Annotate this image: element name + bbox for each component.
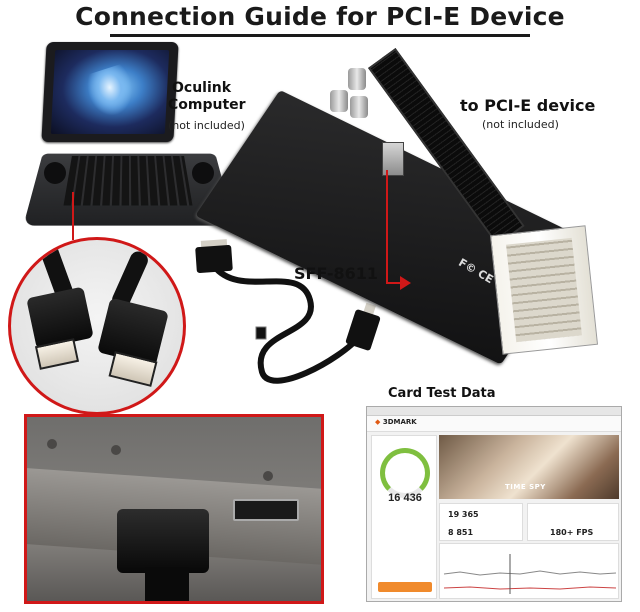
- device-note: (not included): [482, 118, 559, 131]
- cable-label: SFF-8611: [294, 264, 379, 283]
- graph-lines: [443, 554, 617, 594]
- score-panel: 16 436: [371, 435, 437, 599]
- graph-line: [443, 586, 617, 590]
- oculink-port: [382, 142, 404, 176]
- page-title: Connection Guide for PCI-E Device: [75, 2, 565, 31]
- performance-graph: [439, 543, 619, 599]
- laptop-port-closeup-photo: [24, 414, 324, 604]
- capacitor: [350, 96, 368, 118]
- pcie-adapter-board-image: F© CE ♻: [195, 48, 640, 400]
- oculink-plug-closeup: [8, 237, 186, 415]
- oculink-plug-inserted: [117, 509, 209, 573]
- benchmark-artwork: [439, 435, 619, 499]
- capacitor: [348, 68, 366, 90]
- cpu-score: 8 851: [448, 528, 474, 537]
- cable-segment: [145, 567, 189, 601]
- arrow-shaft: [386, 170, 388, 282]
- screw-hole: [263, 471, 273, 481]
- benchmark-name: TIME SPY: [505, 483, 546, 491]
- atx-24pin-connector: [489, 225, 599, 355]
- oculink-laptop-image: [22, 36, 242, 231]
- arrow-shaft: [386, 282, 404, 284]
- screw-hole: [111, 445, 121, 455]
- computer-note: (not included): [168, 119, 245, 132]
- graphics-score: 19 365: [448, 510, 479, 519]
- device-label: to PCI-E device: [460, 96, 596, 115]
- atx-pins: [506, 237, 582, 343]
- fps-card: 180+ FPS: [527, 503, 619, 541]
- left-joystick: [44, 162, 66, 184]
- title-underline: [110, 34, 530, 37]
- app-navbar: ◆ 3DMARK: [367, 416, 621, 432]
- app-logo: ◆ 3DMARK: [375, 418, 417, 426]
- computer-label-line2: Computer: [168, 97, 246, 113]
- benchmark-screenshot: ◆ 3DMARK 16 436 TIME SPY 19 365 8 851 18…: [366, 406, 622, 602]
- right-joystick: [192, 162, 214, 184]
- cable-clip: [255, 326, 267, 340]
- test-heading: Card Test Data: [388, 386, 496, 401]
- screw-hole: [47, 439, 57, 449]
- cable-connector: [195, 244, 233, 274]
- subscore-card: 19 365 8 851: [439, 503, 523, 541]
- graph-line: [443, 570, 617, 576]
- hdmi-port: [233, 499, 299, 521]
- window-titlebar: [367, 407, 621, 416]
- computer-label-line1: Oculink: [172, 80, 232, 96]
- score-gauge: [380, 448, 430, 498]
- capacitor: [330, 90, 348, 112]
- fps-estimate: 180+ FPS: [550, 528, 594, 537]
- cable-wire: [211, 263, 363, 384]
- zoom-leader-line: [72, 192, 74, 240]
- app-name: 3DMARK: [382, 418, 417, 426]
- arrow-head: [400, 276, 411, 290]
- overall-score: 16 436: [388, 492, 422, 504]
- benchmark-button: [378, 582, 432, 592]
